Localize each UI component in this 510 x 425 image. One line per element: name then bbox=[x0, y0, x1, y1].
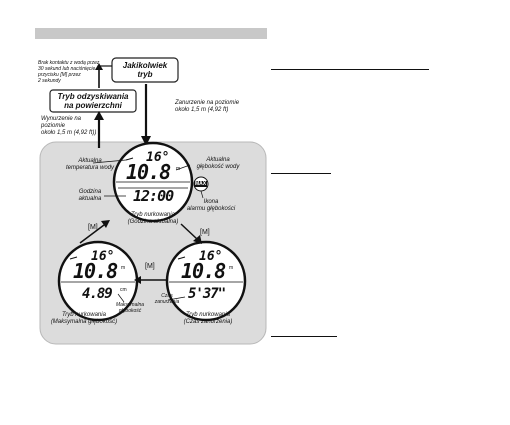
any-mode-label: Jakikolwiek tryb bbox=[122, 61, 168, 79]
surface-mode-box bbox=[49, 89, 137, 113]
ascent-note: Wynurzenie na poziomie około 1,5 m (4,92… bbox=[41, 116, 97, 136]
arrow-top-right bbox=[180, 223, 198, 240]
top-watch-time: 12:00 bbox=[133, 187, 174, 205]
arrow-left-up bbox=[79, 224, 105, 244]
leader-alarm bbox=[200, 190, 204, 199]
m-label-left: [M] bbox=[88, 224, 98, 231]
watch-dive-time bbox=[165, 240, 247, 322]
right-watch-temp: 16° bbox=[199, 249, 223, 264]
right-watch-unit: m bbox=[229, 265, 234, 271]
callout-max-depth: Maksymalna głębokość bbox=[115, 302, 145, 314]
top-watch-temp: 16° bbox=[146, 150, 170, 165]
m-label-bottom: [M] bbox=[145, 263, 155, 270]
right-rule-1 bbox=[271, 69, 429, 70]
right-watch-depth: 10.8 bbox=[181, 259, 226, 283]
right-rule-3 bbox=[271, 336, 337, 337]
right-watch-divetime: 5'37" bbox=[188, 286, 226, 302]
left-watch-temp: 16° bbox=[91, 249, 115, 264]
caption-dive-time: Tryb nurkowania (Czas zanurzenia) bbox=[183, 312, 233, 325]
left-watch-maxdepth: 4.89 bbox=[82, 286, 113, 302]
callout-dive-time: Czas zanurzenia bbox=[154, 293, 180, 305]
right-rule-2 bbox=[271, 173, 331, 174]
m-label-right: [M] bbox=[200, 229, 210, 236]
section-header-bar bbox=[35, 28, 267, 39]
leader-depth bbox=[175, 164, 191, 171]
callout-water-temp: Aktualna temperatura wody bbox=[65, 158, 115, 171]
left-watch-depth: 10.8 bbox=[73, 259, 118, 283]
arrow-right-left-head bbox=[134, 276, 141, 284]
left-watch-unit: m bbox=[121, 265, 126, 271]
top-watch-depth: 10.8 bbox=[126, 160, 171, 184]
alarm-max-icon: MAX bbox=[194, 181, 208, 187]
timeout-note: Brak kontaktu z wodą przez 30 sekund lub… bbox=[38, 60, 100, 84]
descent-arrow-head bbox=[141, 136, 151, 146]
callout-time: Godzina aktualna bbox=[78, 189, 102, 202]
arrow-left-up-head bbox=[101, 220, 110, 228]
leader-temp bbox=[92, 159, 127, 164]
surface-mode-label: Tryb odzyskiwania na powierzchni bbox=[57, 92, 129, 110]
top-watch-unit: m bbox=[176, 166, 181, 172]
leader-divetime bbox=[167, 296, 186, 301]
callout-alarm-icon: Ikona alarmu głębokości bbox=[186, 199, 236, 212]
arrow-top-right-head bbox=[193, 235, 202, 244]
left-watch-bottom-unit: cm bbox=[120, 287, 127, 293]
caption-current-time: Tryb nurkowania (Godzina aktualna) bbox=[127, 212, 179, 225]
caption-max-depth: Tryb nurkowania (Maksymalna głębokość) bbox=[50, 312, 118, 325]
leader-maxdepth bbox=[117, 293, 125, 303]
ascent-arrow-head bbox=[94, 111, 104, 120]
descent-note: Zanurzenie na poziomie około 1,5 m (4,92… bbox=[175, 100, 240, 113]
any-mode-box bbox=[111, 57, 179, 83]
watch-current-time bbox=[112, 141, 194, 223]
callout-depth: Aktualna głębokość wody bbox=[196, 157, 240, 170]
